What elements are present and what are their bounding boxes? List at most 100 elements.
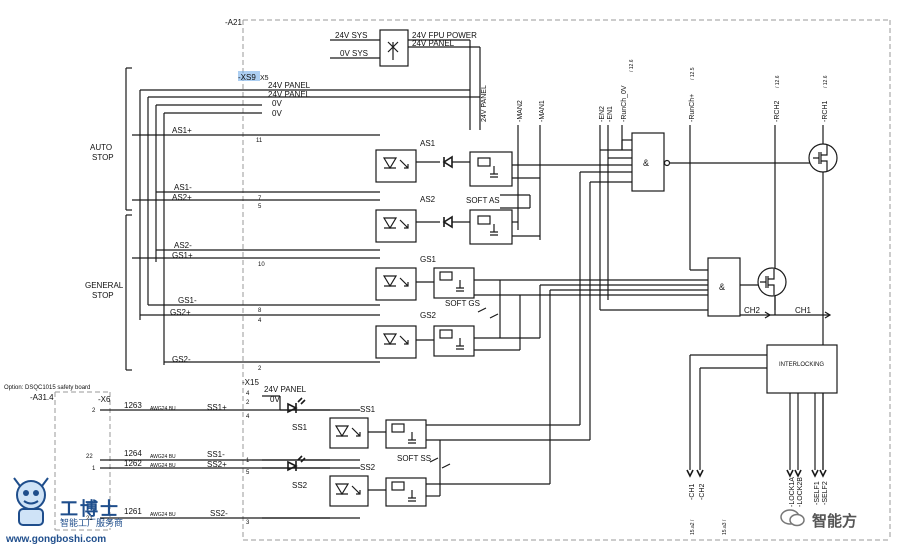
pin-5: 5 xyxy=(258,204,262,210)
gs2m-label: GS2- xyxy=(172,355,191,364)
xs9-label: -XS9 xyxy=(238,73,256,82)
interlocking-label: INTERLOCKING xyxy=(779,362,824,368)
as1p-label: AS1+ xyxy=(172,126,192,135)
v0-x15-label: 0V xyxy=(270,395,280,404)
pin-22: 22 xyxy=(86,454,93,460)
en1-label: -EN1 xyxy=(607,106,614,122)
v24panel-top-label: 24V PANEL xyxy=(412,39,455,48)
ss2p-label: SS2+ xyxy=(207,460,227,469)
x15-label: -X15 xyxy=(242,378,259,387)
soft-ss-label: SOFT SS xyxy=(397,454,431,463)
soft-as-label: SOFT AS xyxy=(466,196,500,205)
w1264-label: 1264 xyxy=(124,449,142,458)
gs1-label: GS1 xyxy=(420,255,437,264)
pin-1: 1 xyxy=(92,466,96,472)
v24p-x15-label: 24V PANEL xyxy=(264,385,307,394)
pin-x15-5: 5 xyxy=(246,470,250,476)
v24panel2-label: 24V PANEL xyxy=(268,90,311,99)
opto-as1 xyxy=(375,149,417,183)
rch2-transistor xyxy=(757,267,787,315)
rch1-label: -RCH1 xyxy=(822,101,829,122)
opto-ss2 xyxy=(329,475,369,507)
w1261-label: 1261 xyxy=(124,507,142,516)
watermark-brand: 工博士 xyxy=(60,499,120,519)
auto-stop-label-2: STOP xyxy=(92,153,114,162)
ch2-label: CH2 xyxy=(744,306,761,315)
gs2p-label: GS2+ xyxy=(170,308,191,317)
opto-ss1 xyxy=(329,417,369,449)
ss2-label: SS2 xyxy=(360,463,376,472)
v24panel-vertical-label: 24V PANEL xyxy=(481,85,488,122)
runchp-ref: / 12.5 xyxy=(690,67,696,80)
ss1-label: SS1 xyxy=(360,405,376,414)
pin-11: 11 xyxy=(256,138,263,144)
v24fpu-label: 24V FPU POWER xyxy=(412,31,477,40)
pin-7: 7 xyxy=(258,196,262,202)
awg1-label: AWG24 BU xyxy=(150,406,176,412)
power-supply-block xyxy=(330,29,481,130)
lock1a-label: -LOCK1A xyxy=(789,477,796,507)
ch1-label: CH1 xyxy=(795,306,812,315)
as1m-label: AS1- xyxy=(174,183,192,192)
en2-label: -EN2 xyxy=(599,106,606,122)
watermark-subtitle: 智能工厂服务商 xyxy=(60,518,124,528)
out-ch1-label: -CH1 xyxy=(689,484,696,500)
awg4-label: AWG24 BU xyxy=(150,512,176,518)
pin-x15-2b: 2 xyxy=(246,400,250,406)
wechat-icon xyxy=(780,509,805,527)
as-soft-relays xyxy=(416,151,660,245)
opto-as2 xyxy=(375,209,417,243)
runch0v-label: -RunCh_0V xyxy=(621,85,628,122)
option-label: Option: DSQC1015 safety board xyxy=(4,385,90,391)
x6-label: -X6 xyxy=(98,395,111,404)
as2m-label: AS2- xyxy=(174,241,192,250)
rch2-ref: / 12.6 xyxy=(775,75,781,88)
general-stop-label-1: GENERAL xyxy=(85,281,124,290)
out-ch2-ref: 15.a3 / xyxy=(722,519,728,535)
group-brackets xyxy=(125,67,132,371)
v0a-label: 0V xyxy=(272,99,282,108)
option-board-frame xyxy=(54,391,111,531)
out-ch2-label: -CH2 xyxy=(699,484,706,500)
pin-2a: 2 xyxy=(92,408,96,414)
man2-label: -MAN2 xyxy=(517,100,524,122)
ss1p-label: SS1+ xyxy=(207,403,227,412)
v0sys-label: 0V SYS xyxy=(340,49,368,58)
awg3-label: AWG24 BU xyxy=(150,463,176,469)
ch-lines xyxy=(740,311,832,319)
xs9-highlight xyxy=(238,71,260,81)
awg2-label: AWG24 BU xyxy=(150,454,176,460)
soft-gs-label: SOFT GS xyxy=(445,299,480,308)
a21-frame xyxy=(242,19,891,541)
rch1-ref: / 12.6 xyxy=(823,75,829,88)
a21-label: -A21 xyxy=(225,18,242,27)
as1-label: AS1 xyxy=(420,139,436,148)
v24panel1-label: 24V PANEL xyxy=(268,81,311,90)
input-wires xyxy=(132,134,380,363)
and-gate-1 xyxy=(579,132,810,440)
ss2m-label: SS2- xyxy=(210,509,228,518)
watermark-brand2: 智能方 xyxy=(812,513,858,530)
interlocking-block xyxy=(689,344,838,470)
pin-x15-4: 4 xyxy=(246,414,250,420)
w1263-label: 1263 xyxy=(124,401,142,410)
a314-label: -A31.4 xyxy=(30,393,54,402)
ss1m-label: SS1- xyxy=(207,450,225,459)
and-gate-2 xyxy=(600,257,760,317)
v0b-label: 0V xyxy=(272,109,282,118)
pin-8: 8 xyxy=(258,308,262,314)
lock2b-label: -LOCK2B xyxy=(797,477,804,507)
and-gate-1-symbol: & xyxy=(643,158,649,168)
output-arrows xyxy=(686,469,827,478)
gs-soft-relays xyxy=(416,267,708,357)
as2p-label: AS2+ xyxy=(172,193,192,202)
ss2-led xyxy=(287,455,306,472)
gs1p-label: GS1+ xyxy=(172,251,193,260)
runch0v-ref: / 12.6 xyxy=(629,59,635,72)
pin-10: 10 xyxy=(258,262,265,268)
rch2-label: -RCH2 xyxy=(774,101,781,122)
pin-x15-4b: 4 xyxy=(246,391,250,397)
robot-logo-icon xyxy=(13,477,49,526)
supply-bus xyxy=(139,89,480,365)
